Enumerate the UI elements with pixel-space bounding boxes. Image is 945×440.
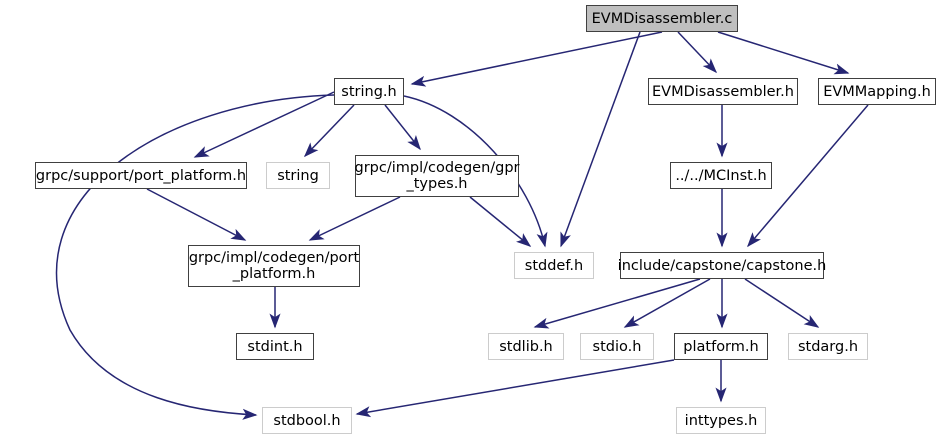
- graph-node-platform_h[interactable]: platform.h: [674, 333, 768, 360]
- graph-node-stdlib_h[interactable]: stdlib.h: [488, 333, 564, 360]
- graph-edge-grpc_support_pp_h-to-grpc_port_pp_h: [146, 188, 247, 241]
- graph-node-evmmapping_h[interactable]: EVMMapping.h: [818, 78, 936, 105]
- graph-edge-grpc_gpr_types_h-to-stddef_h: [469, 196, 532, 247]
- graph-node-stdint_h[interactable]: stdint.h: [236, 333, 314, 360]
- graph-edge-capstone_h-to-stdlib_h: [533, 278, 701, 329]
- graph-node-evmdisassembler_c[interactable]: EVMDisassembler.c: [586, 5, 738, 32]
- graph-edge-string_h-to-grpc_gpr_types_h: [384, 104, 421, 151]
- graph-node-inttypes_h[interactable]: inttypes.h: [676, 407, 766, 434]
- graph-node-grpc_port_pp_h[interactable]: grpc/impl/codegen/port _platform.h: [188, 245, 360, 287]
- graph-node-evmdisassembler_h[interactable]: EVMDisassembler.h: [648, 78, 798, 105]
- graph-edge-string_h-to-grpc_support_pp_h: [193, 91, 335, 158]
- graph-edge-string_h-to-string_sys: [303, 104, 355, 158]
- graph-node-stdbool_h[interactable]: stdbool.h: [262, 407, 352, 434]
- graph-edge-capstone_h-to-stdarg_h: [744, 278, 820, 328]
- graph-edge-platform_h-to-stdbool_h: [355, 359, 675, 418]
- graph-edge-evmdisassembler_c-to-evmmapping_h: [717, 31, 850, 75]
- graph-node-stdarg_h[interactable]: stdarg.h: [788, 333, 868, 360]
- graph-edge-evmdisassembler_c-to-string_h: [410, 31, 663, 87]
- graph-edge-evmdisassembler_c-to-evmdisassembler_h: [677, 31, 718, 74]
- graph-node-string_sys[interactable]: string: [266, 162, 330, 189]
- graph-node-grpc_gpr_types_h[interactable]: grpc/impl/codegen/gpr _types.h: [354, 155, 520, 197]
- graph-edge-string_h-to-stddef_h: [403, 95, 548, 248]
- graph-node-stdio_h[interactable]: stdio.h: [580, 333, 654, 360]
- graph-edge-evmdisassembler_c-to-stddef_h: [560, 31, 641, 248]
- graph-node-stddef_h[interactable]: stddef.h: [514, 252, 594, 279]
- graph-edges: [56, 31, 869, 420]
- graph-edge-grpc_gpr_types_h-to-grpc_port_pp_h: [308, 196, 401, 241]
- graph-edge-capstone_h-to-stdio_h: [623, 278, 711, 328]
- graph-edge-evmmapping_h-to-capstone_h: [747, 104, 869, 248]
- graph-node-mcinst_h[interactable]: ../../MCInst.h: [670, 162, 772, 189]
- graph-edge-string_h-to-stdbool_h: [56, 94, 335, 420]
- graph-node-string_h[interactable]: string.h: [334, 78, 404, 105]
- graph-node-capstone_h[interactable]: include/capstone/capstone.h: [618, 252, 826, 279]
- graph-node-grpc_support_pp_h[interactable]: grpc/support/port_platform.h: [35, 162, 247, 189]
